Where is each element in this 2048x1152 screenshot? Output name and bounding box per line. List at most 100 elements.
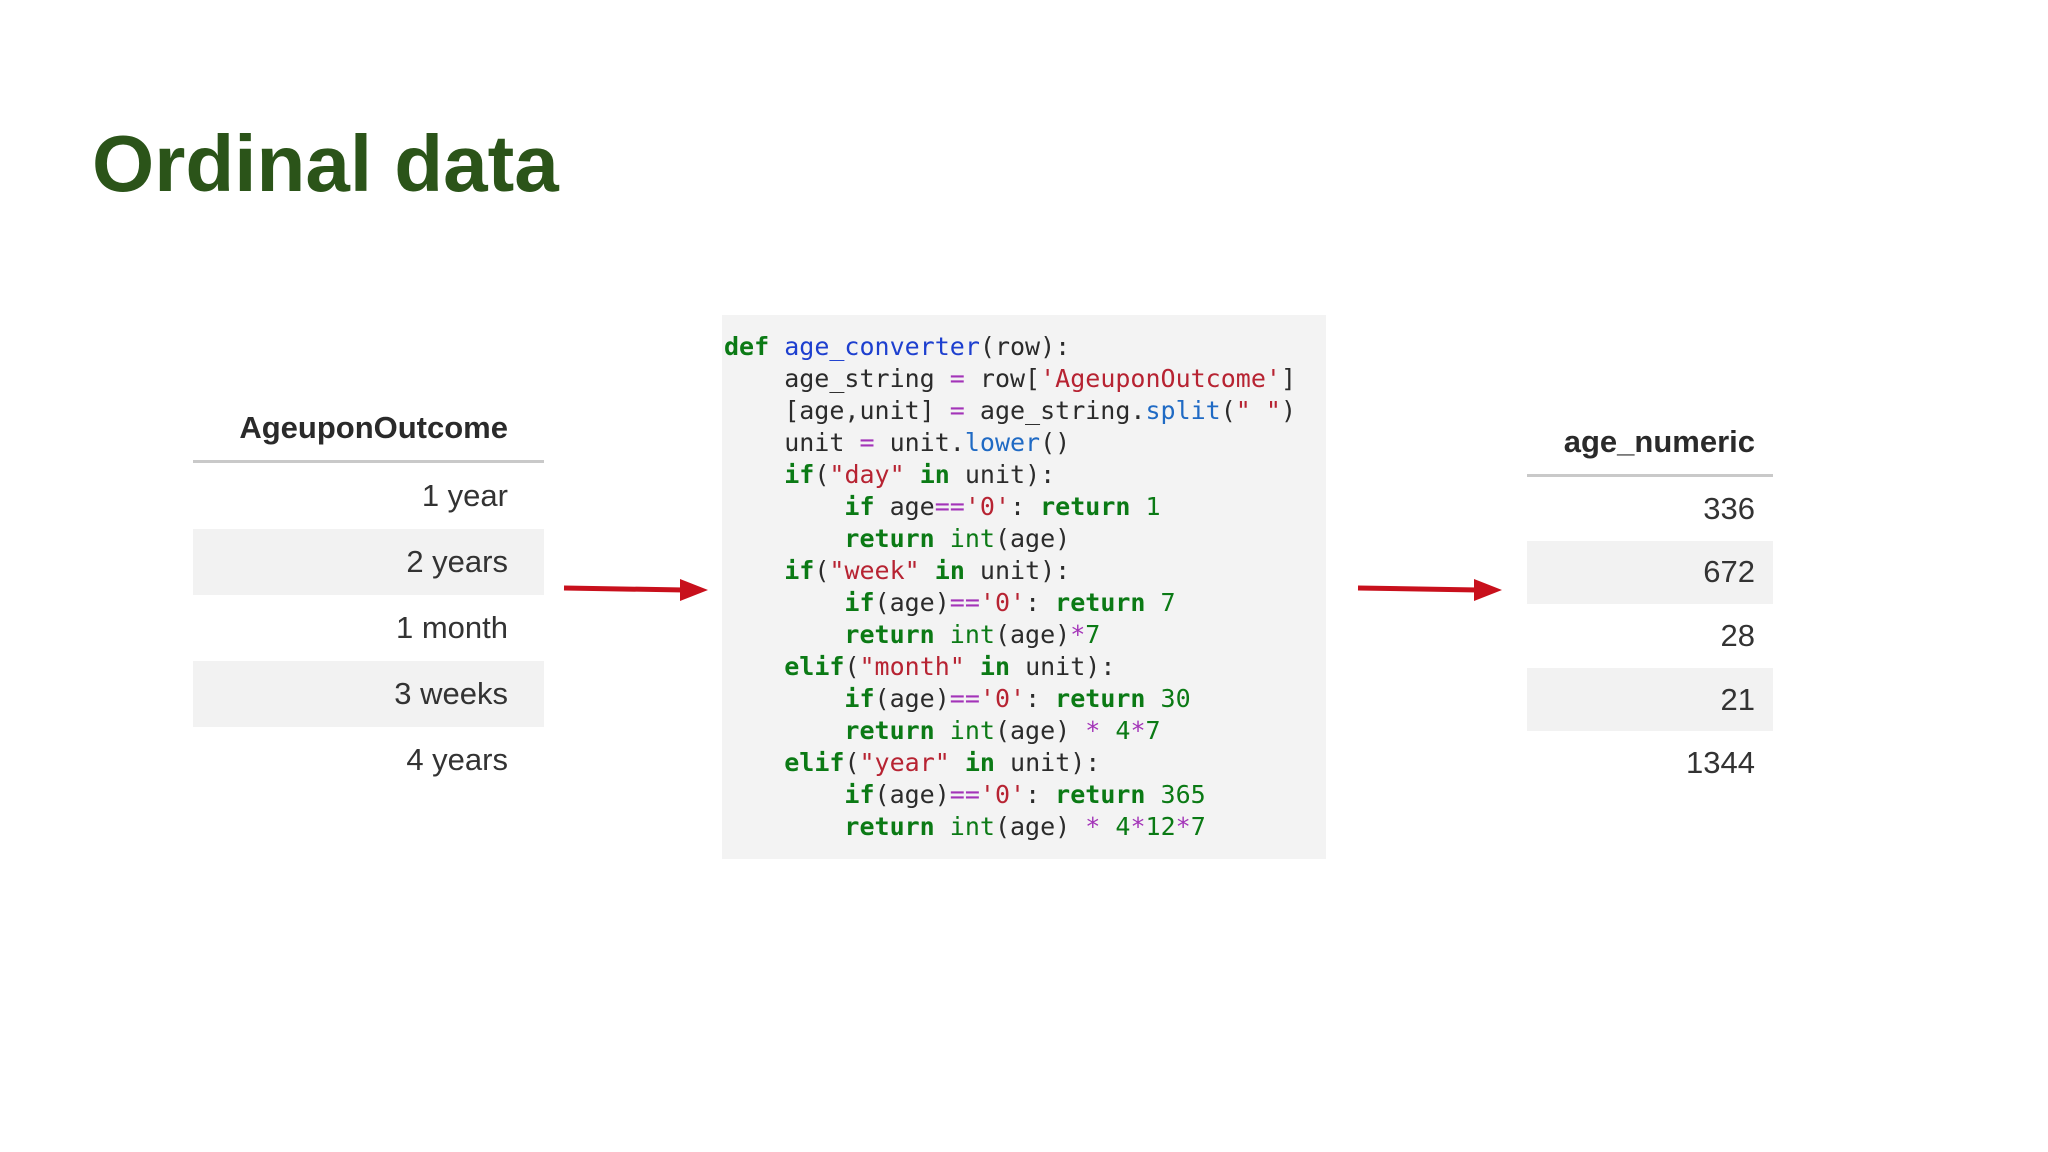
- code-token: *: [1130, 716, 1146, 745]
- code-token: row[: [964, 364, 1041, 393]
- code-token: 365: [1160, 780, 1206, 809]
- code-token: in: [979, 652, 1011, 681]
- code-line: if(age)=='0': return 7: [724, 587, 1326, 619]
- code-token: =: [859, 428, 875, 457]
- code-token: :: [1025, 780, 1056, 809]
- code-token: [724, 620, 844, 649]
- code-token: unit):: [1010, 652, 1116, 681]
- code-token: elif: [784, 652, 845, 681]
- code-token: int: [949, 620, 995, 649]
- code-token: (: [844, 748, 860, 777]
- code-line: unit = unit.lower(): [724, 427, 1326, 459]
- code-token: *: [1085, 812, 1101, 841]
- code-token: unit):: [964, 556, 1071, 585]
- code-token: [724, 716, 844, 745]
- code-token: int: [949, 716, 995, 745]
- slide-title: Ordinal data: [92, 119, 559, 208]
- code-token: (age): [994, 524, 1071, 553]
- code-token: (age): [874, 588, 950, 617]
- code-token: return: [844, 716, 935, 745]
- code-token: if: [844, 492, 875, 521]
- code-token: [724, 684, 844, 713]
- code-line: def age_converter(row):: [724, 331, 1326, 363]
- code-token: return: [844, 812, 935, 841]
- code-token: unit.: [874, 428, 965, 457]
- table-cell: 1 year: [421, 478, 508, 513]
- code-line: return int(age) * 4*7: [724, 715, 1326, 747]
- table-cell: 4 years: [406, 742, 508, 777]
- code-token: 7: [1145, 716, 1161, 745]
- code-token: [935, 524, 950, 553]
- code-token: lower: [964, 428, 1041, 457]
- code-token: in: [934, 556, 965, 585]
- age-converter-code: def age_converter(row): age_string = row…: [724, 331, 1326, 843]
- table-header-ageuponoutcome: AgeuponOutcome: [193, 396, 544, 463]
- code-line: return int(age)*7: [724, 619, 1326, 651]
- code-line: if("day" in unit):: [724, 459, 1326, 491]
- code-line: return int(age): [724, 523, 1326, 555]
- table-cell: 1 month: [395, 610, 508, 645]
- code-token: [965, 652, 980, 681]
- code-token: [1145, 684, 1160, 713]
- table-cell: 336: [1703, 490, 1755, 526]
- code-token: [935, 716, 950, 745]
- code-token: 12: [1145, 812, 1176, 841]
- code-token: 7: [1085, 620, 1101, 649]
- code-token: [905, 460, 920, 489]
- code-token: :: [1025, 588, 1056, 617]
- code-line: if(age)=='0': return 30: [724, 683, 1326, 715]
- code-token: [age,unit]: [724, 396, 950, 425]
- code-token: age_string.: [964, 396, 1146, 425]
- code-token: ==: [934, 492, 965, 521]
- code-line: if("week" in unit):: [724, 555, 1326, 587]
- code-token: [1145, 588, 1160, 617]
- code-token: ==: [949, 780, 980, 809]
- code-token: ): [1280, 396, 1297, 425]
- code-token: 1: [1145, 492, 1161, 521]
- code-token: 30: [1160, 684, 1191, 713]
- code-token: =: [949, 364, 965, 393]
- code-token: return: [1055, 684, 1146, 713]
- code-line: if(age)=='0': return 365: [724, 779, 1326, 811]
- code-token: int: [949, 812, 995, 841]
- table-header-age-numeric: age_numeric: [1527, 410, 1773, 477]
- code-token: :: [1010, 492, 1041, 521]
- code-token: unit):: [994, 748, 1101, 777]
- code-line: elif("month" in unit):: [724, 651, 1326, 683]
- code-token: if: [844, 780, 875, 809]
- code-token: return: [1055, 588, 1146, 617]
- code-token: [724, 780, 844, 809]
- code-token: ]: [1280, 364, 1296, 393]
- code-token: [724, 556, 784, 585]
- code-token: (age): [874, 780, 950, 809]
- code-token: (: [814, 460, 830, 489]
- code-token: age_string: [724, 364, 950, 393]
- code-token: [935, 620, 950, 649]
- code-token: split: [1145, 396, 1221, 425]
- code-token: '0': [979, 684, 1026, 713]
- code-token: ==: [949, 684, 980, 713]
- code-token: age: [874, 492, 935, 521]
- code-token: [724, 812, 844, 841]
- code-token: (: [1220, 396, 1236, 425]
- code-token: =: [949, 396, 965, 425]
- code-token: [769, 332, 784, 361]
- code-token: if: [844, 684, 875, 713]
- code-token: (: [844, 652, 860, 681]
- code-token: (age): [994, 620, 1071, 649]
- arrow-right-icon: [1357, 579, 1502, 601]
- code-token: 'AgeuponOutcome': [1040, 364, 1281, 393]
- code-token: '0': [979, 780, 1026, 809]
- code-token: '0': [964, 492, 1011, 521]
- code-token: [935, 812, 950, 841]
- table-cell: 28: [1720, 617, 1755, 653]
- code-token: if: [844, 588, 875, 617]
- code-token: (age): [874, 684, 950, 713]
- code-token: "day": [829, 460, 905, 489]
- code-token: (): [1040, 428, 1071, 457]
- code-token: [1100, 716, 1115, 745]
- code-token: 4: [1115, 812, 1131, 841]
- code-token: *: [1070, 620, 1086, 649]
- code-token: return: [844, 620, 935, 649]
- code-line: age_string = row['AgeuponOutcome']: [724, 363, 1326, 395]
